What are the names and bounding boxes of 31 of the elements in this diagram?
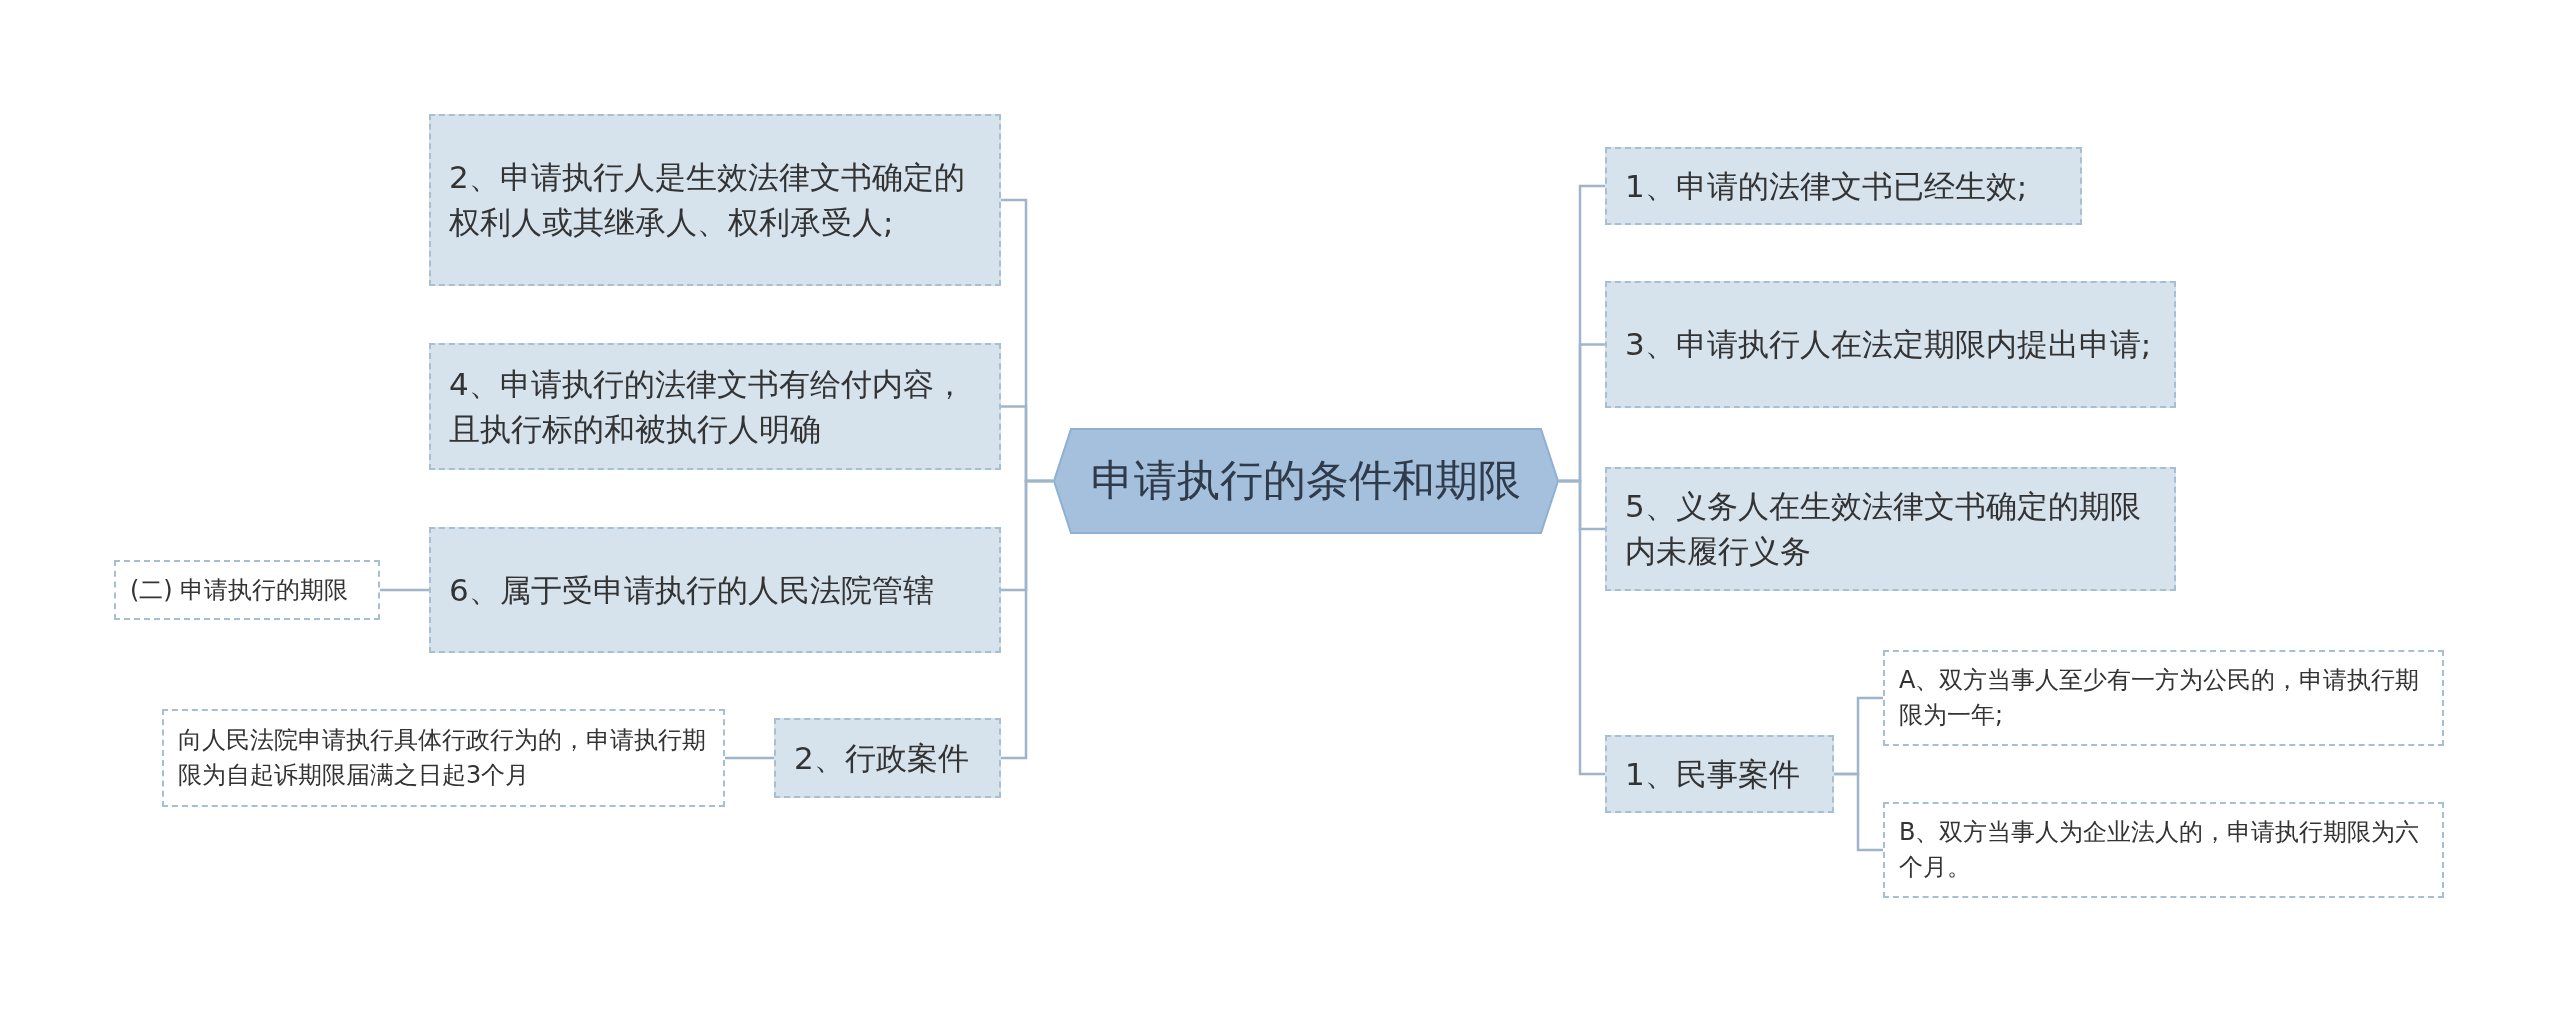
note-box: [1883, 650, 2444, 746]
node-text: 5、义务人在生效法律文书确定的期限内未履行义务: [1625, 487, 2142, 571]
topic-box: [1605, 735, 1834, 813]
central-topic: [1053, 428, 1559, 534]
connector: [380, 588, 429, 592]
topic-box: [429, 527, 1001, 653]
node-text: (二) 申请执行的期限: [130, 574, 349, 606]
node-text: 申请执行的条件和期限: [1091, 454, 1521, 507]
topic-box: [1605, 467, 2176, 591]
node-text: 3、申请执行人在法定期限内提出申请;: [1625, 325, 2152, 365]
node-text: B、双方当事人为企业法人的，申请执行期限为六个月。: [1899, 817, 2421, 883]
node-text: 2、申请执行人是生效法律文书确定的权利人或其继承人、权利承受人;: [449, 158, 966, 242]
note-box: [114, 560, 380, 620]
connector: [1001, 479, 1053, 760]
note-box: [162, 709, 725, 807]
node-text: 1、申请的法律文书已经生效;: [1625, 166, 2028, 206]
node-text: 1、民事案件: [1625, 754, 1800, 794]
note-box: [1883, 802, 2444, 898]
node-text: 4、申请执行的法律文书有给付内容，且执行标的和被执行人明确: [449, 364, 966, 449]
node-text: 向人民法院申请执行具体行政行为的，申请执行期限为自起诉期限届满之日起3个月: [178, 725, 707, 791]
node-text: A、双方当事人至少有一方为公民的，申请执行期限为一年;: [1899, 665, 2421, 731]
node-text: 6、属于受申请执行的人民法院管辖: [449, 570, 934, 610]
topic-box: [1605, 281, 2176, 408]
connector: [1834, 772, 1883, 852]
connector: [1559, 479, 1605, 776]
node-text: 2、行政案件: [794, 738, 969, 778]
topic-box: [429, 114, 1001, 286]
connector: [725, 756, 774, 760]
topic-box: [1605, 147, 2082, 225]
topic-box: [774, 718, 1001, 798]
topic-box: [429, 343, 1001, 470]
